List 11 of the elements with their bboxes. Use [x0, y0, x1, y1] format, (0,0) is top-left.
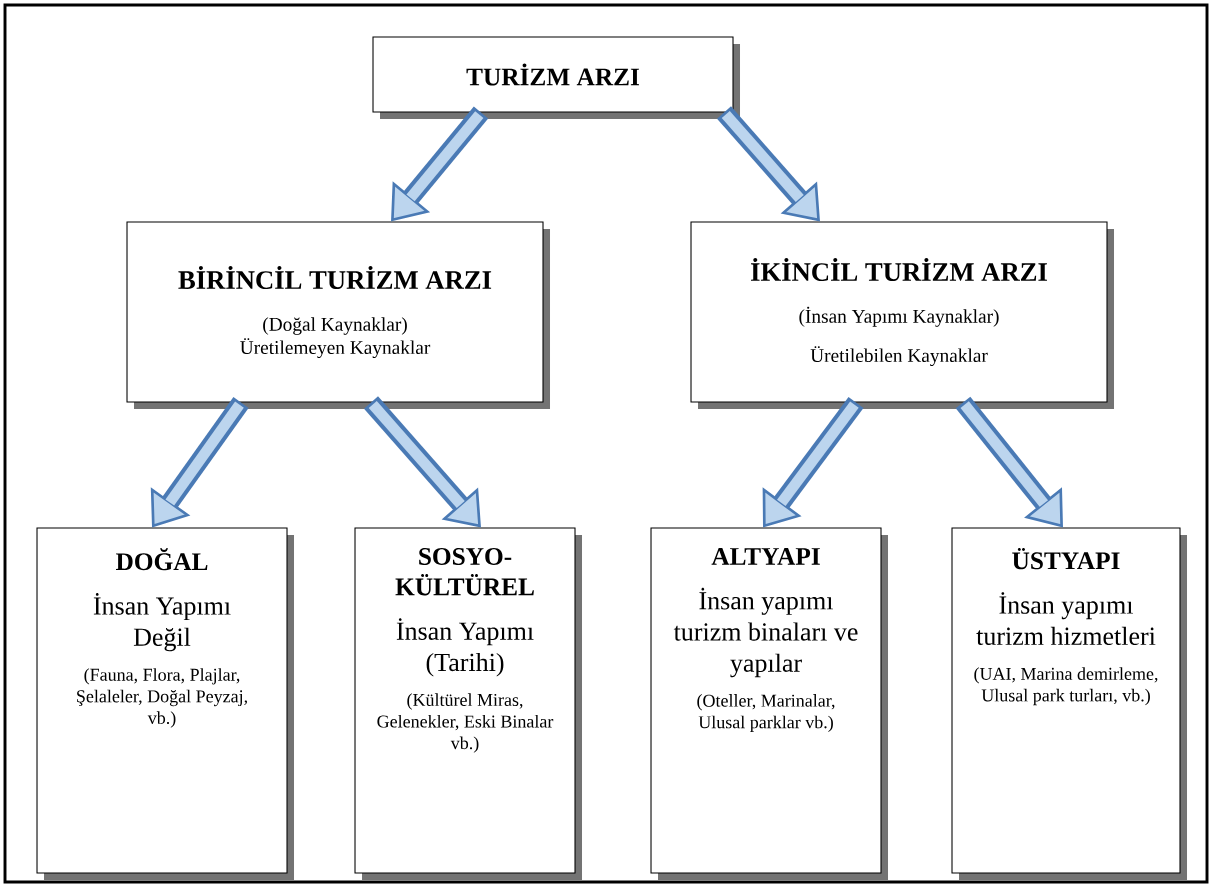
text-box: DOĞAL İnsan Yapımı Değil (Fauna, Flora, Plajlar, Şelaleler, Doğal Peyzaj, vb.) [36, 527, 294, 880]
block-arrow [955, 396, 1063, 528]
text-box: İKİNCİL TURİZM ARZI (İnsan Yapımı Kaynaklar) Üretilebilen Kaynaklar [690, 221, 1114, 409]
text-box: ÜSTYAPI İnsan yapımı turizm hizmetleri (UAI, Marina demirleme, Ulusal park turları, vb.) [951, 527, 1187, 880]
text-box: SOSYO-KÜLTÜREL İnsan Yapımı (Tarihi) (Kültürel Miras, Gelenekler, Eski Binalar vb.) [354, 527, 582, 880]
text-box: BİRİNCİL TURİZM ARZI (Doğal Kaynaklar) Üretilemeyen Kaynaklar [126, 221, 550, 409]
block-arrow [391, 106, 489, 222]
block-arrow [717, 106, 820, 222]
block-arrow [364, 396, 481, 528]
text-box: ALTYAPI İnsan yapımı turizm binaları ve yapılar (Oteller, Marinalar, Ulusal parklar vb.) [650, 527, 888, 880]
text-box: TURİZM ARZI [372, 36, 740, 119]
